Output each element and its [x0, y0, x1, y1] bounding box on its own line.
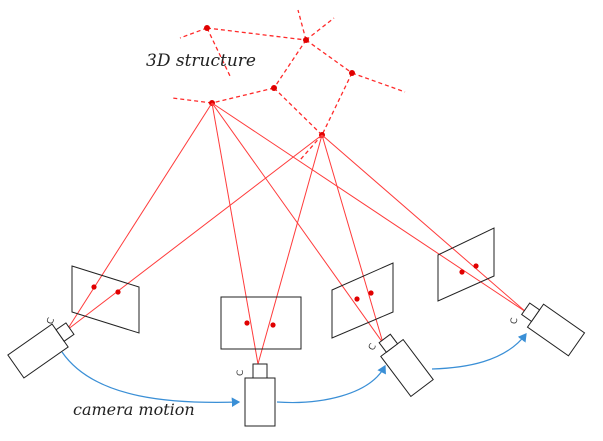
image-planes	[71, 227, 495, 350]
structure-label: 3D structure	[146, 51, 256, 71]
ray	[66, 102, 213, 331]
structure-edge	[273, 87, 323, 136]
camera-letter: C	[236, 370, 246, 376]
structure-edge	[299, 134, 323, 161]
image-plane-3	[331, 262, 394, 339]
ray	[211, 102, 527, 313]
structure-edge	[211, 87, 275, 104]
camera-3: C	[367, 333, 434, 398]
camera-2: C	[236, 363, 276, 427]
projected-points	[91, 263, 479, 328]
projected-point	[115, 289, 121, 295]
camera-letter: C	[46, 317, 58, 326]
camera-lens	[252, 363, 268, 379]
camera-1: C	[7, 317, 75, 379]
structure-edge	[206, 27, 231, 77]
structure-edge	[297, 9, 307, 41]
projected-point	[459, 269, 465, 275]
image-plane-2	[220, 296, 302, 350]
structure-vertex	[303, 37, 309, 43]
camera-lens	[378, 333, 399, 353]
projection-rays	[66, 102, 527, 365]
camera-letter: C	[367, 342, 379, 352]
projected-point	[354, 296, 360, 302]
camera-4: C	[510, 302, 586, 357]
projected-point	[91, 284, 97, 290]
structure-edge	[321, 72, 353, 136]
camera-lens	[520, 302, 541, 323]
motion-arrow-3	[431, 333, 527, 370]
image-plane-1	[71, 265, 140, 334]
ray	[321, 134, 384, 344]
structure-edge	[171, 97, 213, 104]
projected-point	[473, 263, 479, 269]
camera-letter: C	[510, 317, 521, 325]
ray	[321, 134, 527, 313]
camera-motion-arrows	[61, 333, 527, 408]
ray	[66, 134, 323, 331]
motion-arrow-2	[276, 364, 386, 404]
camera-lens	[55, 322, 75, 342]
structure-vertex	[349, 70, 355, 76]
structure-vertex	[204, 25, 210, 31]
structure-edge	[351, 72, 406, 93]
image-plane-4	[437, 227, 495, 302]
structure-edge	[206, 27, 307, 41]
projected-point	[368, 290, 374, 296]
motion-arrow-1	[61, 351, 241, 408]
ray	[211, 102, 259, 365]
structure-edge	[179, 27, 208, 39]
3d-structure	[171, 9, 406, 161]
structure-vertices	[204, 25, 355, 138]
projected-point	[244, 320, 250, 326]
structure-edge	[273, 39, 307, 89]
camera-motion-label: camera motion	[73, 400, 195, 419]
camera-body	[244, 377, 276, 427]
structure-vertex	[271, 85, 277, 91]
structure-edge	[305, 39, 353, 74]
structure-edge	[305, 17, 335, 41]
ray	[257, 134, 323, 365]
projected-point	[270, 322, 276, 328]
